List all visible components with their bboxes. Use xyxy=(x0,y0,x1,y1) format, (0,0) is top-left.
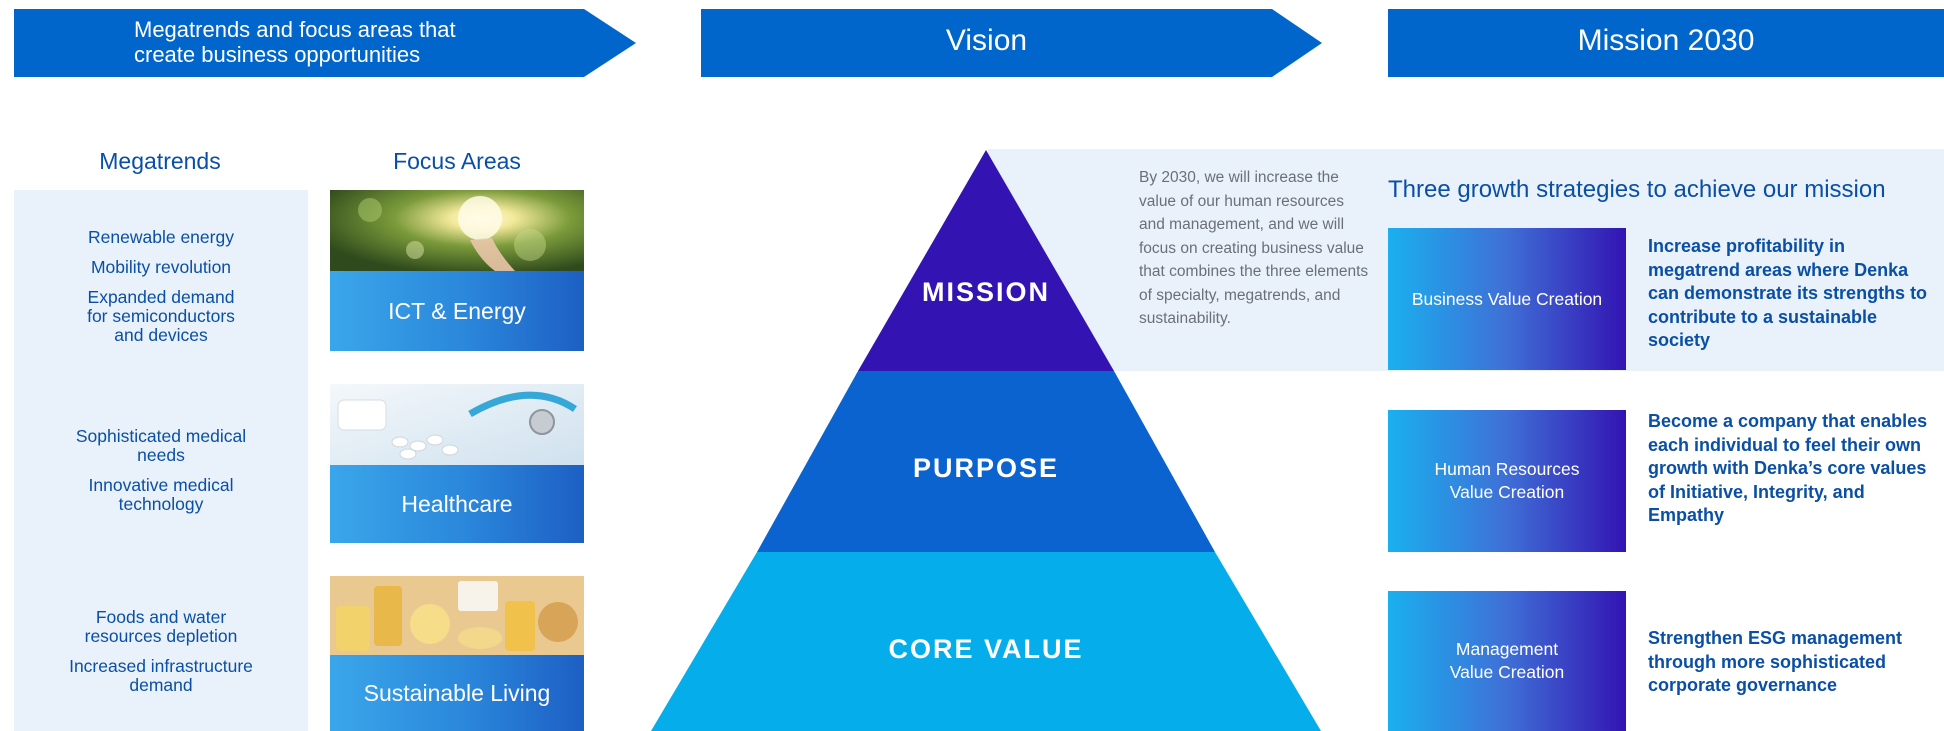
pyramid-tier-mission xyxy=(858,150,1114,371)
focus-area-healthcare: Healthcare xyxy=(330,465,584,543)
medicine-photo xyxy=(330,384,584,465)
megatrend-item: Renewable energy xyxy=(88,227,234,247)
strategy-business-value-description: Increase profitability in megatrend area… xyxy=(1648,236,1928,350)
strategy-human-resources-description: Become a company that enables each indiv… xyxy=(1648,411,1928,525)
banner-vision-title: Vision xyxy=(945,24,1028,57)
megatrend-group-energy: Renewable energy Mobility revolution Exp… xyxy=(26,228,296,345)
banner-left-title: Megatrends and focus areas that create b… xyxy=(134,17,456,67)
pyramid-tier-core-value xyxy=(651,552,1321,731)
megatrend-item: Increased infrastructure demand xyxy=(69,656,253,695)
lightbulb-photo xyxy=(330,190,584,271)
pyramid-tier-purpose xyxy=(757,371,1215,552)
megatrend-item: Innovative medical technology xyxy=(88,475,234,514)
banner-left-arrow xyxy=(14,9,636,77)
pyramid-label-purpose: PURPOSE xyxy=(912,453,1060,483)
focus-area-sustainable-living: Sustainable Living xyxy=(330,655,584,731)
mission-description: By 2030, we will increase the value of o… xyxy=(1139,169,1369,327)
banner-mission-title: Mission 2030 xyxy=(1577,24,1755,57)
focus-area-ict-energy: ICT & Energy xyxy=(330,271,584,351)
megatrends-heading: Megatrends xyxy=(99,148,221,174)
pyramid-label-core-value: CORE VALUE xyxy=(888,634,1084,664)
pyramid-label-mission: MISSION xyxy=(921,277,1050,307)
megatrends-panel xyxy=(14,190,308,731)
banner-right-box xyxy=(1388,9,1944,77)
strategy-management-box: Management Value Creation xyxy=(1388,591,1626,731)
strategy-human-resources-box: Human Resources Value Creation xyxy=(1388,410,1626,552)
header-banners xyxy=(14,9,1944,77)
strategy-management-description: Strengthen ESG management through more s… xyxy=(1648,628,1903,695)
megatrend-group-medical: Sophisticated medical needs Innovative m… xyxy=(26,427,296,514)
focus-areas-heading: Focus Areas xyxy=(393,148,521,174)
megatrend-item: Foods and water resources depletion xyxy=(84,607,238,646)
food-photo xyxy=(330,576,584,655)
vision-pyramid xyxy=(651,150,1321,731)
banner-middle-arrow xyxy=(701,9,1322,77)
megatrend-item: Mobility revolution xyxy=(90,257,232,277)
megatrend-group-living: Foods and water resources depletion Incr… xyxy=(26,608,296,695)
megatrend-item: Expanded demand for semiconductors and d… xyxy=(87,287,235,345)
strategies-title: Three growth strategies to achieve our m… xyxy=(1388,176,1886,203)
megatrend-item: Sophisticated medical needs xyxy=(75,426,247,465)
strategy-business-value-box: Business Value Creation xyxy=(1388,228,1626,370)
